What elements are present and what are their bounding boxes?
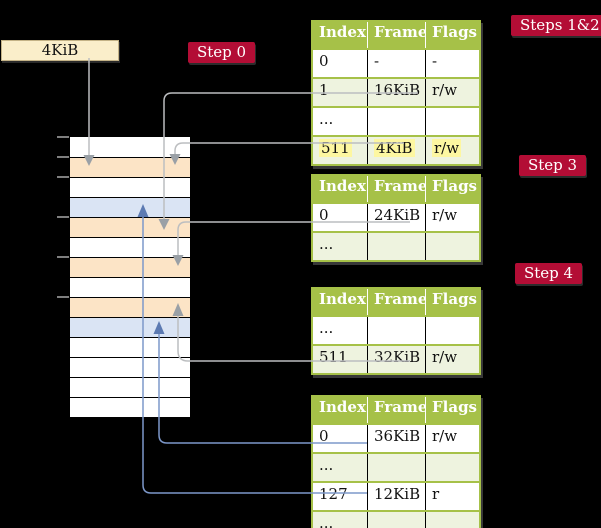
table-cell: ...	[319, 110, 334, 128]
memory-frame	[70, 197, 190, 217]
table-row: ...	[313, 510, 479, 528]
table-cell	[367, 108, 425, 135]
header-frame: Frame	[367, 22, 425, 48]
table-cell	[425, 108, 479, 135]
table-header-row: Index Frame Flags	[313, 22, 479, 48]
memory-frame	[70, 377, 190, 397]
badge-step-0: Step 0	[188, 42, 256, 63]
memory-frame	[70, 157, 190, 177]
table-cell	[367, 233, 425, 260]
table-header-row: Index Frame Flags	[313, 289, 479, 315]
header-index: Index	[319, 290, 366, 308]
header-frame: Frame	[367, 397, 425, 423]
table-cell	[425, 317, 479, 344]
table-cell: 1	[319, 81, 329, 99]
table-cell: r/w	[425, 137, 479, 164]
page-table-step-4: Index Frame Flags ... 511 32KiB r/w	[311, 287, 481, 375]
header-frame: Frame	[367, 289, 425, 315]
highlighted-value: 4KiB	[374, 139, 415, 157]
header-index: Index	[319, 398, 366, 416]
badge-step-4: Step 4	[515, 263, 583, 284]
table-cell	[367, 317, 425, 344]
table-cell: 4KiB	[367, 137, 425, 164]
table-cell: r/w	[425, 204, 479, 231]
address-tick	[57, 216, 69, 218]
badge-steps-1-2: Steps 1&2	[511, 15, 601, 36]
frame-size-label: 4KiB	[1, 40, 119, 61]
table-cell: 24KiB	[367, 204, 425, 231]
table-cell: 0	[319, 52, 329, 70]
address-tick	[57, 156, 69, 158]
address-tick	[57, 256, 69, 258]
table-cell	[425, 512, 479, 528]
badge-step-3: Step 3	[519, 155, 587, 176]
table-cell: ...	[319, 235, 334, 253]
table-row: ...	[313, 452, 479, 481]
memory-frame	[70, 237, 190, 257]
table-cell: -	[367, 50, 425, 77]
table-cell: 511	[313, 137, 367, 164]
memory-frame	[70, 357, 190, 377]
header-index: Index	[319, 23, 366, 41]
address-tick	[57, 176, 69, 178]
table-cell: r/w	[425, 346, 479, 373]
table-cell: 511	[319, 348, 348, 366]
table-row: 0 36KiB r/w	[313, 423, 479, 452]
table-cell: 32KiB	[367, 346, 425, 373]
header-flags: Flags	[425, 397, 479, 423]
table-row: 0 24KiB r/w	[313, 202, 479, 231]
physical-memory-stack	[69, 136, 191, 418]
table-cell: 16KiB	[367, 79, 425, 106]
table-cell: 0	[319, 206, 329, 224]
memory-frame	[70, 397, 190, 417]
table-cell	[425, 454, 479, 481]
address-tick	[57, 136, 69, 138]
table-cell: 127	[319, 485, 348, 503]
page-table-steps-1-2: Index Frame Flags 0 - - 1 16KiB r/w ... …	[311, 20, 481, 166]
header-flags: Flags	[425, 176, 479, 202]
header-index: Index	[319, 177, 366, 195]
table-cell	[367, 512, 425, 528]
address-tick	[57, 296, 69, 298]
table-header-row: Index Frame Flags	[313, 176, 479, 202]
table-cell: ...	[319, 456, 334, 474]
memory-frame	[70, 297, 190, 317]
header-frame: Frame	[367, 176, 425, 202]
table-cell: -	[425, 50, 479, 77]
table-cell: 36KiB	[367, 425, 425, 452]
highlighted-value: r/w	[432, 139, 462, 157]
table-row: 1 16KiB r/w	[313, 77, 479, 106]
page-table-bottom: Index Frame Flags 0 36KiB r/w ... 127 12…	[311, 395, 481, 528]
table-row: 0 - -	[313, 48, 479, 77]
table-cell: ...	[319, 319, 334, 337]
memory-frame	[70, 277, 190, 297]
table-cell	[367, 454, 425, 481]
page-table-step-3: Index Frame Flags 0 24KiB r/w ...	[311, 174, 481, 262]
table-row-highlighted: 511 4KiB r/w	[313, 135, 479, 164]
highlighted-value: 511	[319, 139, 352, 157]
memory-frame	[70, 137, 190, 157]
table-row: ...	[313, 106, 479, 135]
table-row: 511 32KiB r/w	[313, 344, 479, 373]
table-row: ...	[313, 231, 479, 260]
table-header-row: Index Frame Flags	[313, 397, 479, 423]
table-cell: ...	[319, 514, 334, 528]
table-cell	[425, 233, 479, 260]
memory-frame	[70, 317, 190, 337]
table-row: ...	[313, 315, 479, 344]
table-cell: 12KiB	[367, 483, 425, 510]
memory-frame	[70, 257, 190, 277]
table-cell: r/w	[425, 79, 479, 106]
memory-frame	[70, 177, 190, 197]
table-row: 127 12KiB r	[313, 481, 479, 510]
table-cell: r	[425, 483, 479, 510]
header-flags: Flags	[425, 22, 479, 48]
header-flags: Flags	[425, 289, 479, 315]
memory-frame	[70, 337, 190, 357]
table-cell: r/w	[425, 425, 479, 452]
memory-frame	[70, 217, 190, 237]
table-cell: 0	[319, 427, 329, 445]
